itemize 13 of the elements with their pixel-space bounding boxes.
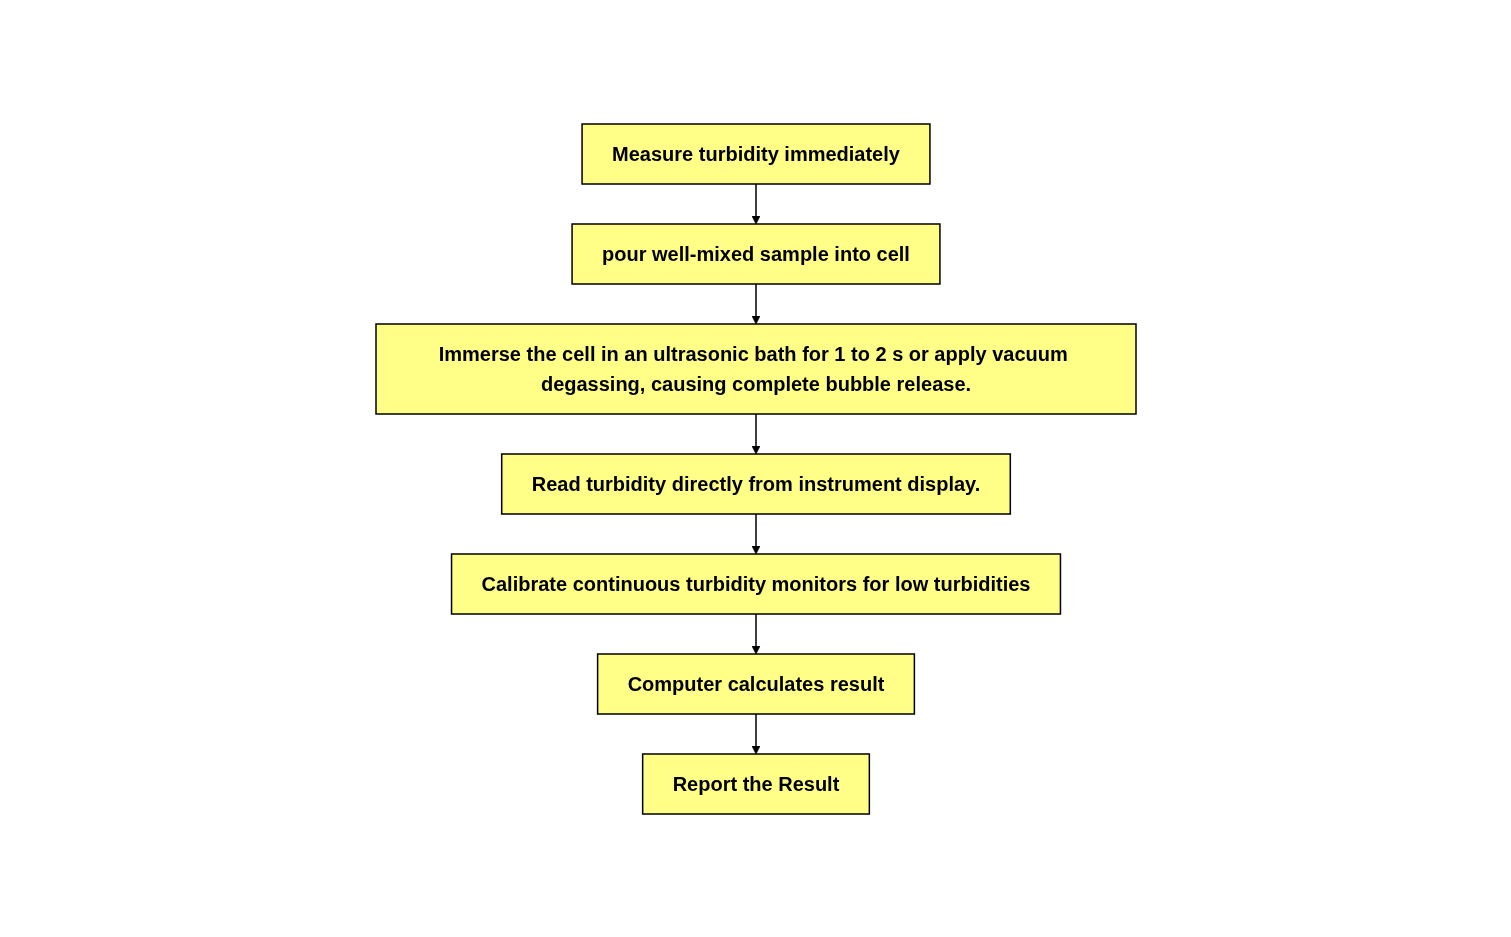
arrow [751, 512, 760, 554]
arrow [751, 282, 760, 324]
arrow [751, 712, 760, 754]
node-box: pour well-mixed sample into cell [570, 222, 941, 285]
node-box: Report the Result [641, 752, 870, 815]
arrow [751, 182, 760, 224]
arrow [751, 612, 760, 654]
node-box: Computer calculates result [596, 652, 915, 715]
node-box: Calibrate continuous turbidity monitors for low turbidities [450, 552, 1061, 615]
arrow [751, 412, 760, 454]
node-box: Immerse the cell in an ultrasonic bath for 1 to 2 s or apply vacuum degassing, causing complete bubble release. [374, 322, 1137, 415]
node-box: Read turbidity directly from instrument display. [500, 452, 1011, 515]
node-box: Measure turbidity immediately [580, 122, 931, 185]
